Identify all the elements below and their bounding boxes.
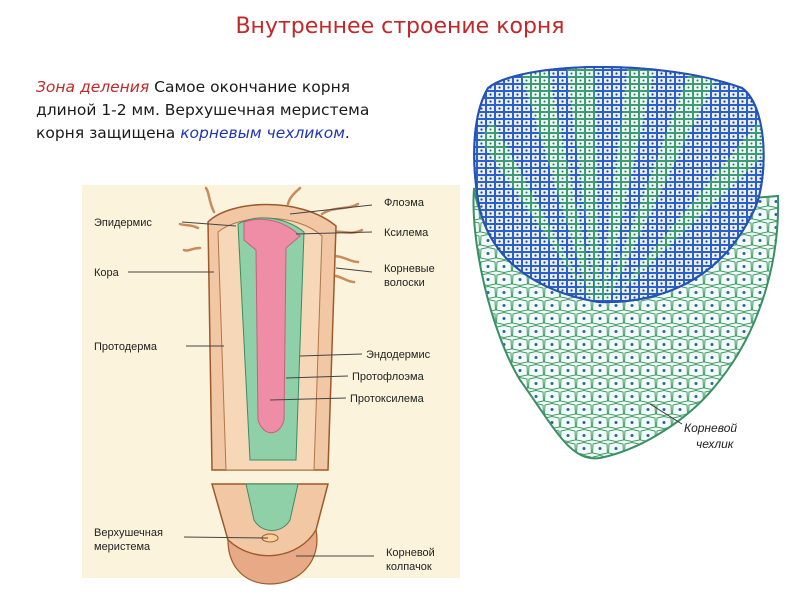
- root-cap-leader: [649, 403, 683, 425]
- label-protoxylem: Протоксилема: [350, 393, 425, 405]
- label-root-hairs-line1: Корневые: [384, 263, 435, 275]
- root-tip-micrograph: [472, 65, 780, 460]
- intro-end: .: [344, 124, 350, 142]
- label-meristem-line1: Верхушечная: [94, 527, 163, 539]
- label-phloem: Флоэма: [384, 197, 425, 209]
- label-right-root-cap-line1: Корневой: [684, 421, 737, 435]
- leader-lines-left: [128, 204, 374, 557]
- xylem-core: [243, 218, 301, 434]
- meristem-outline: [473, 65, 765, 304]
- label-meristem-line2: меристема: [94, 541, 151, 553]
- label-root-hairs-line2: волоски: [384, 277, 425, 289]
- root-cap-term: корневым чехликом: [180, 124, 345, 142]
- label-root-cap-line2: колпачок: [386, 561, 432, 573]
- intro-text: Самое окончание корня длиной 1-2 мм. Вер…: [36, 78, 370, 142]
- label-right-root-cap-line2: чехлик: [696, 437, 735, 451]
- root-longitudinal-section: [178, 186, 364, 585]
- label-root-cap-line1: Корневой: [386, 547, 435, 559]
- left-labels: Эпидермис Кора Протодерма Верхушечная ме…: [94, 197, 435, 573]
- label-cortex: Кора: [94, 267, 120, 279]
- tissue-stripes: [480, 66, 764, 300]
- label-endodermis: Эндодермис: [366, 349, 431, 361]
- zone-term: Зона деления: [36, 78, 150, 96]
- label-protophloem: Протофлоэма: [352, 371, 425, 383]
- slide-title: Внутреннее строение корня: [235, 14, 565, 39]
- lower-central-cylinder: [245, 483, 299, 531]
- label-xylem: Ксилема: [384, 227, 429, 239]
- label-protoderm: Протодерма: [94, 341, 158, 353]
- label-epidermis: Эпидермис: [94, 217, 152, 229]
- root-cap-tip: [227, 528, 318, 585]
- intro-paragraph: Зона деления Самое окончание корня длино…: [36, 76, 396, 145]
